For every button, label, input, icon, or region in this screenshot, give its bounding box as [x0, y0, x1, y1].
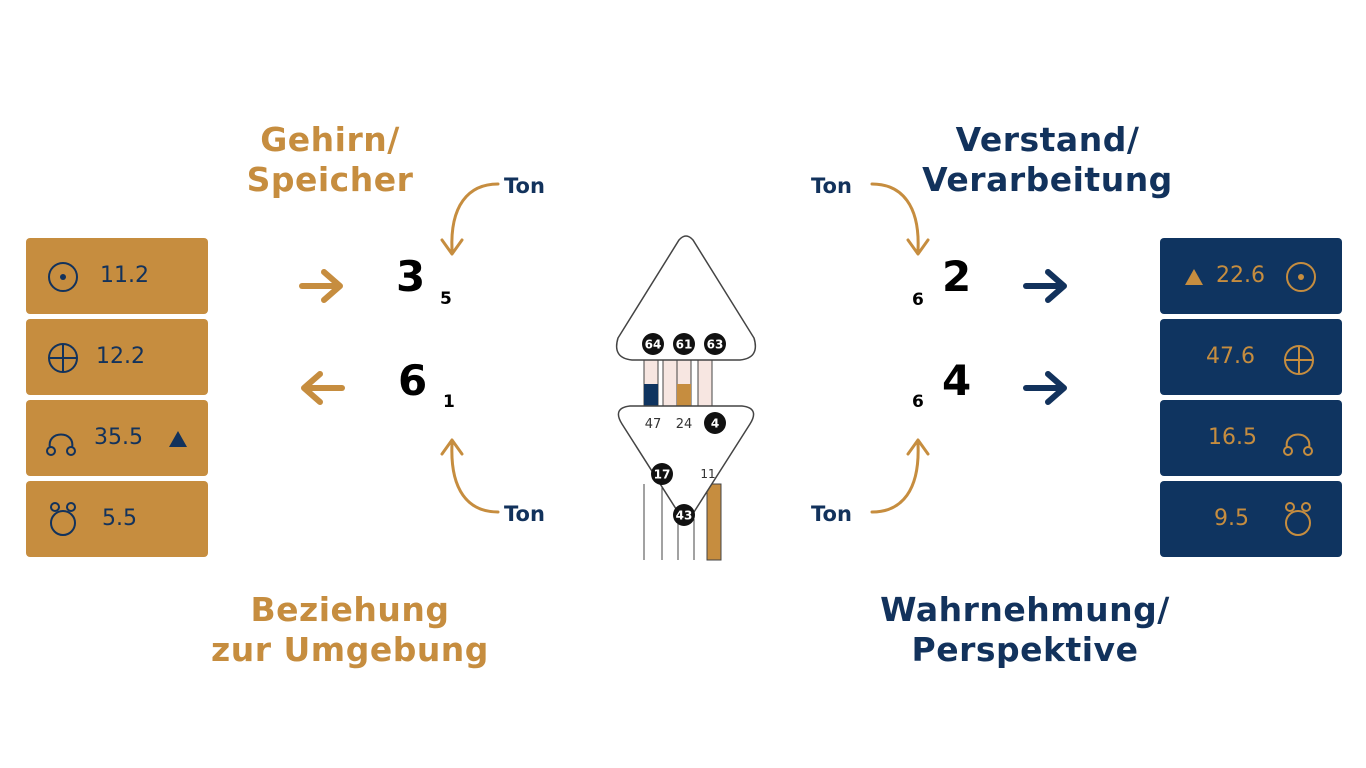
gate-label: 17	[654, 468, 671, 482]
gate-label: 24	[676, 417, 693, 432]
right-panel-value: 9.5	[1214, 506, 1249, 531]
ton-label: Ton	[811, 502, 852, 526]
head-ajna-channels	[643, 359, 713, 411]
active-channel-gold	[706, 483, 722, 561]
right-panel-value: 22.6	[1216, 263, 1265, 288]
heading-line: Verarbeitung	[922, 160, 1173, 199]
sub-number: 6	[912, 392, 924, 412]
ring-icon	[50, 502, 76, 536]
left-panel-row: 12.2	[26, 319, 208, 395]
heading-line: Verstand/	[955, 120, 1140, 159]
sub-number: 5	[440, 289, 452, 309]
heading-brain-memory: Gehirn/ Speicher	[230, 120, 430, 200]
triangle-up-icon	[169, 431, 187, 447]
gate-label: 4	[711, 417, 719, 431]
heading-perception: Wahrnehmung/ Perspektive	[850, 590, 1200, 670]
left-panel-value: 12.2	[96, 344, 145, 369]
headphones-icon	[46, 433, 76, 456]
left-panel-value: 5.5	[102, 506, 137, 531]
ton-label: Ton	[504, 502, 545, 526]
ton-label: Ton	[504, 174, 545, 198]
gate-label: 63	[707, 338, 724, 352]
right-panel-row: 16.5	[1160, 400, 1342, 476]
arrow-left-icon	[301, 371, 345, 405]
curved-arrow-icon	[440, 182, 500, 256]
heading-line: Gehirn/	[260, 120, 400, 159]
arrow-right-icon	[299, 269, 343, 303]
gate-label: 61	[676, 338, 693, 352]
left-panel-row: 11.2	[26, 238, 208, 314]
headphones-icon	[1283, 433, 1313, 456]
main-number: 3	[396, 252, 426, 301]
head-center	[615, 235, 757, 361]
crosshair-circle-icon	[48, 343, 78, 373]
left-panel-row: 35.5	[26, 400, 208, 476]
ajna-gate: 43	[673, 504, 695, 526]
right-panel-row: 9.5	[1160, 481, 1342, 557]
gate-label: 11	[700, 467, 715, 481]
curved-arrow-icon	[870, 438, 930, 514]
left-panel-row: 5.5	[26, 481, 208, 557]
right-panel-row: 47.6	[1160, 319, 1342, 395]
dot-circle-icon	[1286, 262, 1316, 292]
left-panel-value: 35.5	[94, 425, 143, 450]
dot-circle-icon	[48, 262, 78, 292]
curved-arrow-icon	[440, 438, 500, 514]
sub-number: 1	[443, 392, 455, 412]
gate-label: 64	[645, 338, 662, 352]
heading-line: Speicher	[246, 160, 414, 199]
head-gate: 63	[704, 333, 726, 355]
heading-environment: Beziehung zur Umgebung	[190, 590, 510, 670]
head-gate: 64	[642, 333, 664, 355]
gate-label: 43	[676, 509, 693, 523]
heading-mind-processing: Verstand/ Verarbeitung	[905, 120, 1190, 200]
ring-icon	[1285, 502, 1311, 536]
triangle-up-icon	[1185, 269, 1203, 285]
bodygraph-diagram: 64 61 63 47 24 4 17 11 43	[615, 235, 757, 561]
right-panel-row: 22.6	[1160, 238, 1342, 314]
channel-lines	[643, 483, 722, 561]
arrow-right-icon	[1023, 269, 1067, 303]
head-gate: 61	[673, 333, 695, 355]
main-number: 4	[942, 356, 972, 405]
ajna-gate: 17	[651, 463, 673, 485]
right-panel-value: 16.5	[1208, 425, 1257, 450]
main-number: 2	[942, 252, 972, 301]
main-number: 6	[398, 356, 428, 405]
ajna-gate: 4	[704, 412, 726, 434]
heading-line: Perspektive	[911, 630, 1139, 669]
crosshair-circle-icon	[1284, 345, 1314, 375]
heading-line: zur Umgebung	[211, 630, 489, 669]
left-panel-value: 11.2	[100, 263, 149, 288]
gate-label: 47	[645, 417, 662, 432]
ton-label: Ton	[811, 174, 852, 198]
arrow-right-icon	[1023, 371, 1067, 405]
heading-line: Wahrnehmung/	[880, 590, 1170, 629]
heading-line: Beziehung	[250, 590, 450, 629]
curved-arrow-icon	[870, 182, 930, 256]
right-panel-value: 47.6	[1206, 344, 1255, 369]
sub-number: 6	[912, 290, 924, 310]
